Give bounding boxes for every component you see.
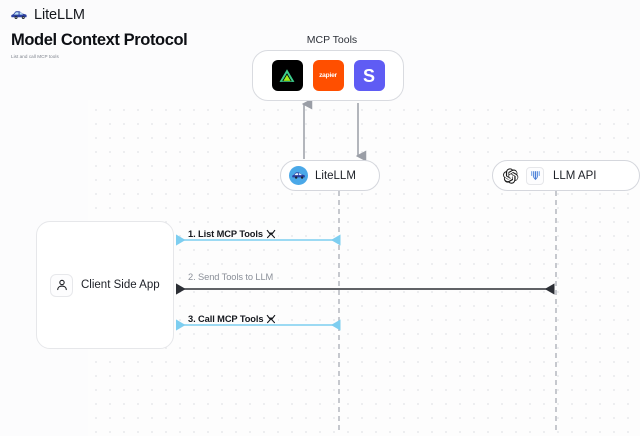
litellm-avatar-car-mark <box>291 172 305 179</box>
node-client-side-app[interactable]: Client Side App <box>36 221 174 349</box>
anthropic-mark <box>530 171 540 181</box>
edge-label-send-tools-to-llm: 2. Send Tools to LLM <box>186 272 276 282</box>
zapier-wordmark-text: zapier <box>319 72 337 79</box>
node-client-label: Client Side App <box>81 279 160 291</box>
supabase-triangle-icon[interactable] <box>271 60 303 91</box>
openai-mark <box>503 167 519 184</box>
mcp-tools-group: zapier S <box>252 50 404 101</box>
edge-label-2-text: 2. Send Tools to LLM <box>188 272 274 282</box>
tools-wrench-icon <box>266 229 276 239</box>
canvas-left-mask <box>0 0 88 436</box>
node-litellm[interactable]: LiteLLM <box>280 160 380 191</box>
litellm-car-logo-icon <box>11 11 27 20</box>
page-subtitle: List and call MCP tools <box>11 54 59 59</box>
node-litellm-label: LiteLLM <box>315 169 356 182</box>
page-title: Model Context Protocol <box>11 31 188 49</box>
litellm-avatar-icon <box>289 166 308 185</box>
mcp-tools-title: MCP Tools <box>306 34 358 46</box>
supabase-mark <box>279 68 295 82</box>
node-llm-api-label: LLM API <box>553 169 597 182</box>
edge-label-call-mcp-tools: 3. Call MCP Tools <box>186 314 279 324</box>
zapier-wordmark-icon[interactable]: zapier <box>312 60 344 91</box>
brand-bar: LiteLLM <box>0 0 640 30</box>
openai-logo-icon <box>502 167 520 185</box>
person-mark <box>56 279 67 291</box>
edge-label-1-text: 1. List MCP Tools <box>188 229 263 239</box>
user-person-icon <box>50 273 73 297</box>
slack-s-icon[interactable]: S <box>353 60 385 91</box>
brand-name: LiteLLM <box>34 7 85 23</box>
edge-label-list-mcp-tools: 1. List MCP Tools <box>186 229 278 239</box>
anthropic-logo-icon <box>526 166 544 185</box>
edge-label-3-text: 3. Call MCP Tools <box>188 314 264 324</box>
slack-s-letter: S <box>362 65 375 86</box>
node-llm-api[interactable]: LLM API <box>492 160 640 191</box>
tools-wrench-icon <box>267 314 276 324</box>
